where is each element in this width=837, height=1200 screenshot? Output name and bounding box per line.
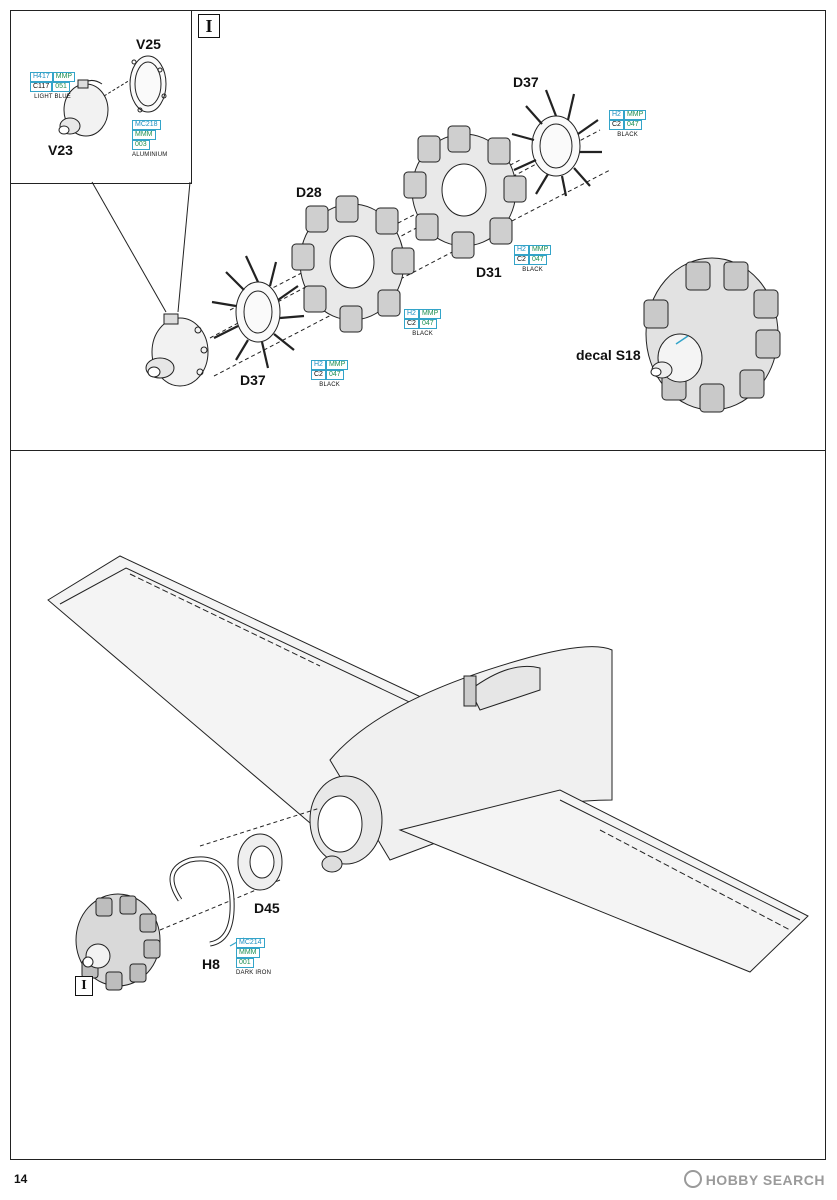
cylinder-bank-d31 (403, 125, 527, 259)
step-marker-bottom: I (75, 976, 93, 996)
paint-name: BLACK (319, 382, 340, 388)
cockpit-canopy (469, 665, 541, 711)
label-decal-s18: decal S18 (576, 347, 641, 363)
main-hub (145, 313, 209, 387)
label-v23: V23 (48, 142, 73, 158)
watermark-text: HOBBY SEARCH (705, 1172, 825, 1188)
paint-name: LIGHT BLUE (34, 94, 71, 100)
paint-code: 001 (236, 958, 254, 968)
paint-code: MMP (52, 72, 76, 82)
paint-code: C2 (514, 255, 529, 265)
paint-code: C2 (404, 319, 419, 329)
paint-code: 003 (132, 140, 150, 150)
paint-code: 047 (325, 370, 344, 380)
paint-callout-dark-iron: MC214 MMM 001 DARK IRON (236, 938, 271, 977)
paint-code: MMP (325, 360, 349, 370)
paint-code: H2 (609, 110, 624, 120)
cowl-opening (317, 795, 363, 853)
oil-cooler (321, 855, 343, 873)
paint-code: MMM (132, 130, 156, 140)
page-number: 14 (14, 1172, 28, 1186)
label-d37-top: D37 (513, 74, 539, 90)
wing-panel-line (59, 567, 461, 727)
paint-name: BLACK (617, 132, 638, 138)
paint-name: BLACK (412, 331, 433, 337)
step-marker-text: I (205, 15, 213, 36)
paint-code: H2 (514, 245, 529, 255)
paint-code: C117 (30, 82, 53, 92)
paint-code: 047 (418, 319, 437, 329)
label-v25: V25 (136, 36, 161, 52)
paint-name: DARK IRON (236, 970, 272, 976)
paint-code: H417 (30, 72, 53, 82)
assembled-engine (643, 257, 781, 413)
paint-code: MMM (236, 948, 260, 958)
label-d28: D28 (296, 184, 322, 200)
ring-v25 (129, 55, 167, 113)
paint-code: MMP (528, 245, 552, 255)
hub-v23 (58, 79, 109, 137)
ring-d45 (237, 833, 283, 891)
aircraft-assembly-drawing (47, 555, 809, 991)
right-wing (398, 789, 809, 973)
step-marker-top: I (198, 14, 220, 38)
callout-line (91, 181, 167, 313)
step-marker-text: I (81, 978, 87, 993)
assembly-line (103, 79, 131, 97)
watermark: HOBBY SEARCH (683, 1170, 825, 1188)
label-d37-bottom: D37 (240, 372, 266, 388)
callout-line (177, 181, 191, 313)
paint-code: MC218 (132, 120, 161, 130)
paint-code: H2 (311, 360, 326, 370)
wing-panel-line (129, 573, 321, 667)
paint-code: 047 (528, 255, 547, 265)
label-d45: D45 (254, 900, 280, 916)
paint-callout-aluminium: MC218 MMM 003 ALUMINIUM (132, 120, 167, 159)
engine-exploded-drawing (58, 55, 781, 413)
watermark-logo-icon (683, 1170, 702, 1188)
cowl-ring-h8 (169, 856, 235, 947)
paint-name: ALUMINIUM (132, 152, 168, 158)
assembly-line (213, 169, 611, 377)
pushrod-ring-d37-lower (211, 255, 305, 369)
small-engine-assembly (75, 893, 161, 991)
paint-name: BLACK (522, 267, 543, 273)
label-h8: H8 (202, 956, 220, 972)
paint-code: H2 (404, 309, 419, 319)
paint-code: 051 (52, 82, 70, 92)
wing-panel-line (559, 799, 801, 921)
pushrod-ring-d37-upper (511, 89, 602, 197)
cylinder-bank-d28 (291, 195, 415, 333)
paint-code: MMP (623, 110, 647, 120)
paint-code: 047 (623, 120, 642, 130)
paint-code: MMP (418, 309, 442, 319)
label-d31: D31 (476, 264, 502, 280)
decal-pointer (675, 335, 689, 345)
pilot-seat-armor (463, 675, 477, 707)
paint-code: MC214 (236, 938, 265, 948)
paint-code: C2 (609, 120, 624, 130)
paint-code: C2 (311, 370, 326, 380)
